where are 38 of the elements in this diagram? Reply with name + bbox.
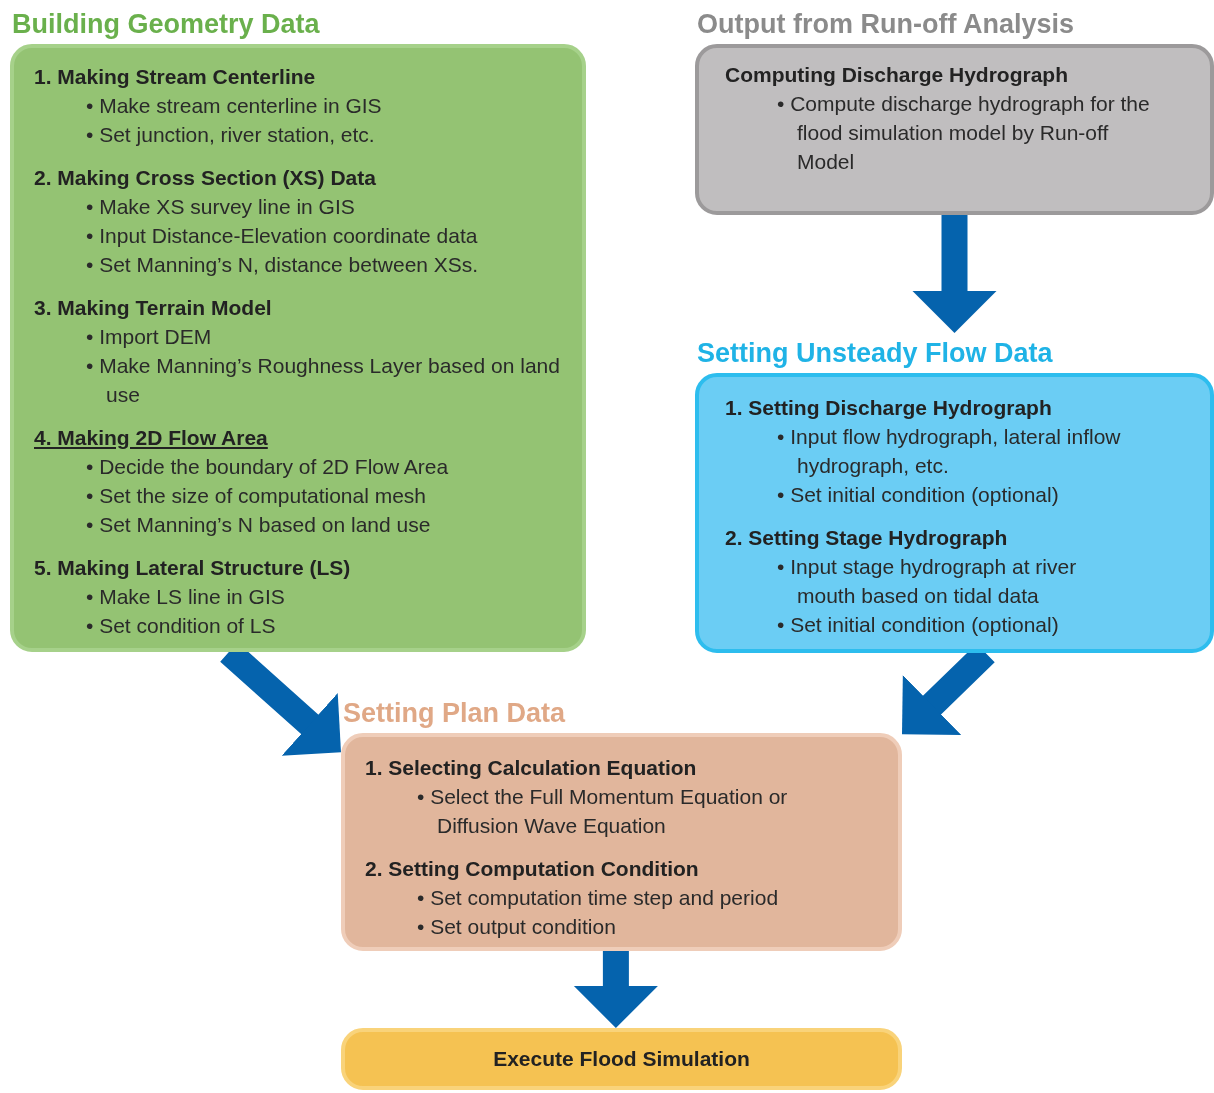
- step-heading: 5. Making Lateral Structure (LS): [34, 556, 351, 579]
- bullet-item: • Set computation time step and period: [417, 885, 780, 911]
- bullet-item: • Compute discharge hydrograph for the flood simulation model by Run-off Model: [777, 91, 1151, 175]
- bullet-item: • Decide the boundary of 2D Flow Area: [86, 454, 450, 480]
- section-title: Output from Run-off Analysis: [697, 8, 1074, 40]
- bullet-item: • Set the size of computational mesh: [86, 483, 428, 509]
- step-heading: 1. Making Stream Centerline: [34, 65, 316, 88]
- step-heading: Computing Discharge Hydrograph: [725, 63, 1069, 86]
- bullet-item: • Set Manning’s N, distance between XSs.: [86, 252, 480, 278]
- section-title: Building Geometry Data: [12, 8, 320, 40]
- bullet-item: • Input flow hydrograph, lateral inflow hydrograph, etc.: [777, 424, 1122, 479]
- section-title: Setting Unsteady Flow Data: [697, 337, 1053, 369]
- bullet-item: • Make LS line in GIS: [86, 584, 286, 610]
- bullet-item: • Set Manning’s N based on land use: [86, 512, 432, 538]
- bullet-item: • Make Manning’s Roughness Layer based on land use: [86, 353, 561, 408]
- section-title: Setting Plan Data: [343, 697, 566, 729]
- block-arrow: [912, 215, 997, 333]
- step-heading: 2. Setting Stage Hydrograph: [725, 526, 1008, 549]
- step-heading: 1. Setting Discharge Hydrograph: [725, 396, 1052, 419]
- block-arrow: [573, 951, 658, 1028]
- bullet-item: • Input Distance-Elevation coordinate data: [86, 223, 479, 249]
- bullet-item: • Set condition of LS: [86, 613, 277, 639]
- bullet-item: • Set output condition: [417, 914, 617, 940]
- bullet-item: • Import DEM: [86, 324, 213, 350]
- bullet-item: • Make stream centerline in GIS: [86, 93, 383, 119]
- bullet-item: • Select the Full Momentum Equation or Diffusion Wave Equation: [417, 784, 789, 839]
- step-heading: 1. Selecting Calculation Equation: [365, 756, 697, 779]
- bullet-item: • Set junction, river station, etc.: [86, 122, 376, 148]
- step-heading: 4. Making 2D Flow Area: [34, 426, 268, 449]
- bullet-item: • Make XS survey line in GIS: [86, 194, 356, 220]
- execute-box: [341, 1028, 902, 1090]
- bullet-item: • Input stage hydrograph at river mouth based on tidal data: [777, 554, 1078, 609]
- step-heading: 2. Making Cross Section (XS) Data: [34, 166, 376, 189]
- bullet-item: • Set initial condition (optional): [777, 612, 1060, 638]
- bullet-item: • Set initial condition (optional): [777, 482, 1060, 508]
- step-heading: Execute Flood Simulation: [493, 1046, 750, 1073]
- step-heading: 3. Making Terrain Model: [34, 296, 272, 319]
- step-heading: 2. Setting Computation Condition: [365, 857, 699, 880]
